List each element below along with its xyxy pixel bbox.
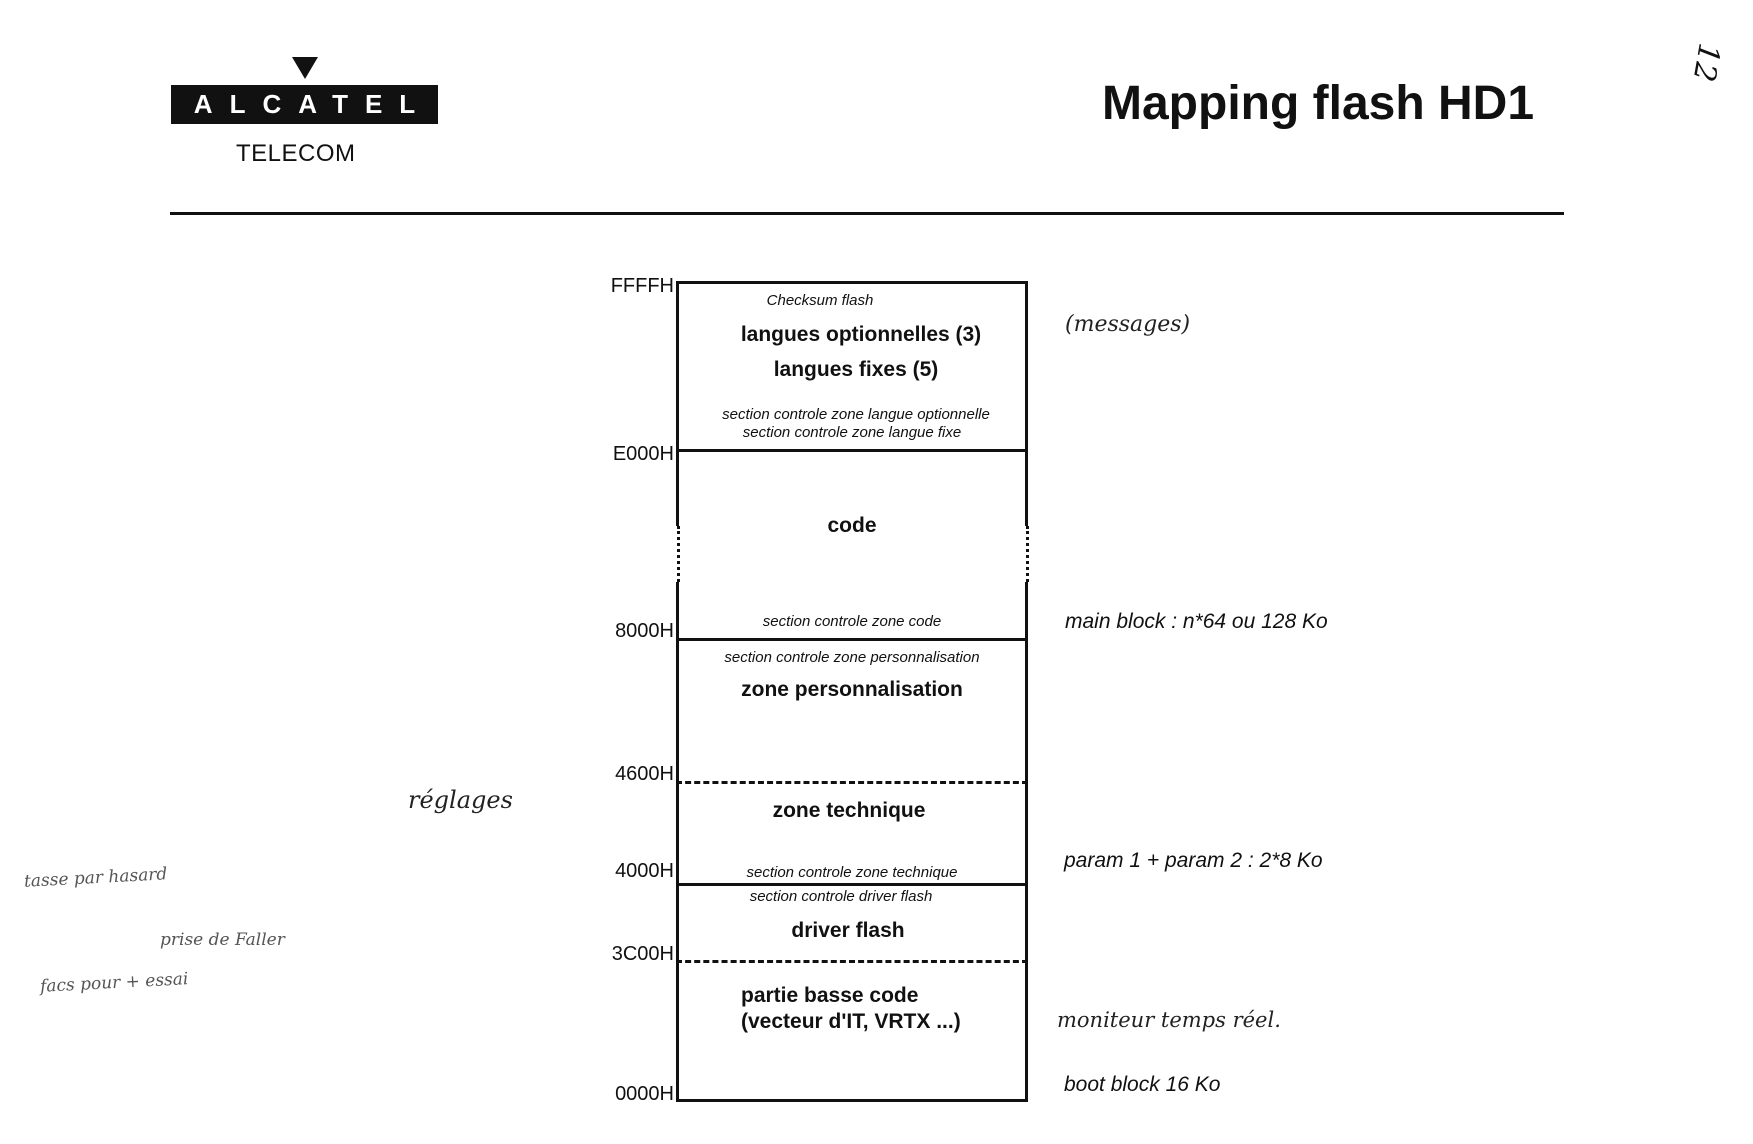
boundary-4600 bbox=[676, 781, 1028, 784]
address-label-4600: 4600H bbox=[615, 763, 674, 785]
address-label-0000: 0000H bbox=[615, 1083, 674, 1105]
boundary-8000 bbox=[676, 638, 1028, 641]
ctrl-perso-label: section controle zone personnalisation bbox=[724, 649, 980, 666]
address-label-ffff: FFFFH bbox=[610, 275, 674, 297]
boundary-3c00 bbox=[676, 960, 1028, 963]
code-break-dots-right bbox=[1026, 526, 1029, 582]
memory-map bbox=[676, 281, 1028, 1102]
lang-fixed-label: langues fixes (5) bbox=[773, 358, 939, 381]
checksum-label: Checksum flash bbox=[766, 292, 874, 309]
handwritten-left-note-1: tasse par hasard bbox=[23, 864, 168, 892]
code-label: code bbox=[827, 514, 877, 537]
logo: ALCATEL bbox=[171, 85, 438, 124]
handwritten-left-note-2: prise de Faller bbox=[160, 930, 285, 950]
tech-label: zone technique bbox=[772, 799, 926, 822]
ctrl-lang-opt-label: section controle zone langue optionnelle bbox=[722, 406, 990, 423]
driver-label: driver flash bbox=[791, 919, 905, 942]
low-code-detail-label: (vecteur d'IT, VRTX ...) bbox=[741, 1010, 961, 1033]
ctrl-lang-fixed-label: section controle zone langue fixe bbox=[742, 424, 962, 441]
header-divider bbox=[170, 212, 1564, 215]
address-label-8000: 8000H bbox=[615, 620, 674, 642]
boot-block-note: boot block 16 Ko bbox=[1064, 1073, 1221, 1096]
perso-label: zone personnalisation bbox=[741, 678, 963, 701]
code-break-dots-left bbox=[677, 526, 680, 582]
address-label-4000: 4000H bbox=[615, 860, 674, 882]
ctrl-driver-label: section controle driver flash bbox=[749, 888, 933, 905]
handwritten-moniteur: moniteur temps réel. bbox=[1057, 1008, 1281, 1032]
handwritten-messages: (messages) bbox=[1065, 312, 1191, 337]
address-label-e000: E000H bbox=[612, 443, 674, 465]
ctrl-code-label: section controle zone code bbox=[762, 613, 942, 630]
logo-subtext: TELECOM bbox=[236, 140, 356, 167]
param-note: param 1 + param 2 : 2*8 Ko bbox=[1064, 849, 1323, 872]
low-code-label: partie basse code bbox=[741, 984, 919, 1007]
ctrl-tech-label: section controle zone technique bbox=[746, 864, 958, 881]
handwritten-reglages: réglages bbox=[408, 786, 513, 814]
address-label-3c00: 3C00H bbox=[611, 943, 674, 965]
boundary-e000 bbox=[676, 449, 1028, 452]
logo-triangle-icon bbox=[292, 57, 318, 79]
handwritten-left-note-3: facs pour + essai bbox=[39, 969, 189, 997]
main-block-note: main block : n*64 ou 128 Ko bbox=[1065, 610, 1328, 633]
page-number: 12 bbox=[1685, 40, 1727, 85]
boundary-4000 bbox=[676, 883, 1028, 886]
page-title: Mapping flash HD1 bbox=[1102, 77, 1535, 130]
lang-optional-label: langues optionnelles (3) bbox=[740, 323, 982, 346]
